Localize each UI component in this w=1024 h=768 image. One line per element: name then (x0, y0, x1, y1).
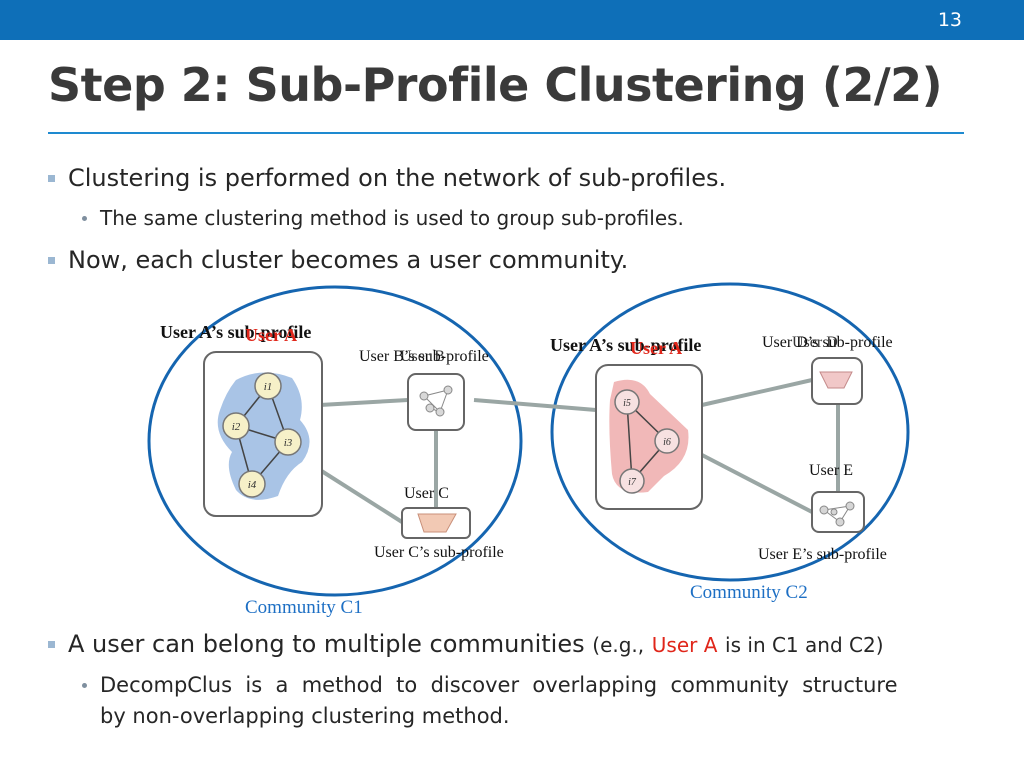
bullet-3-rest: is in C1 and C2) (725, 633, 884, 657)
c2-nodes (614, 389, 680, 494)
user-d-mini-cluster (819, 371, 853, 389)
c1-header-label: User A’s sub-profile (160, 322, 311, 342)
user-c-mini-cluster (417, 513, 457, 533)
title-divider (48, 132, 964, 134)
community-c1-circle (147, 285, 523, 597)
user-d-overlay: User D (792, 334, 838, 351)
user-e-mini-graph (819, 501, 855, 527)
bullet-3: A user can belong to multiple communitie… (48, 630, 884, 658)
user-b-overlay: User B (400, 348, 445, 365)
user-b-subprofile-box (407, 373, 465, 431)
sub-bullet-marker (82, 683, 87, 688)
bullet-marker (48, 641, 55, 648)
user-e-label: User E (809, 462, 853, 479)
bullet-3-eg: (e.g., (592, 633, 645, 657)
community-c1-label: Community C1 (245, 597, 363, 618)
c1-nodes (222, 372, 302, 498)
node-label-i1: i1 (264, 381, 273, 393)
node-label-i2: i2 (232, 421, 241, 433)
user-b-label: User B’s sub-profile (359, 348, 489, 365)
sub-bullet-2-line2: by non-overlapping clustering method. (100, 704, 510, 728)
bullet-marker (48, 175, 55, 182)
sub-bullet-2: DecompClus is a method to discover overl… (82, 673, 898, 697)
node-label-i7: i7 (628, 477, 637, 488)
sub-bullet-1-text: The same clustering method is used to gr… (100, 206, 684, 230)
community-c2-label: Community C2 (690, 582, 808, 603)
bullet-2-text: Now, each cluster becomes a user communi… (68, 246, 629, 274)
node-label-i4: i4 (248, 479, 257, 491)
bullet-3-main: A user can belong to multiple communitie… (68, 630, 585, 658)
blue-cluster-shape (217, 372, 310, 500)
user-e-sub-label: User E’s sub-profile (758, 546, 887, 563)
community-c2-circle (550, 282, 910, 582)
node-label-i5: i5 (623, 398, 631, 409)
c1-header-overlay: User A (245, 325, 297, 345)
slide-title: Step 2: Sub-Profile Clustering (2/2) (48, 58, 943, 112)
node-label-i6: i6 (663, 437, 671, 448)
slide-number: 13 (937, 9, 962, 31)
bullet-1-text: Clustering is performed on the network o… (68, 164, 727, 192)
user-b-mini-graph (419, 385, 453, 417)
community-diagram: i1 i2 i3 i4 i5 i6 i7 User A’s sub-profil… (147, 282, 910, 618)
user-c-label: User C (404, 485, 449, 502)
sub-bullet-marker (82, 216, 87, 221)
bullet-1: Clustering is performed on the network o… (48, 164, 727, 192)
bullet-3-user-a: User A (651, 633, 718, 657)
top-bar: 13 (0, 0, 1024, 40)
c2-header-overlay: User A (630, 338, 682, 358)
c2-header-label: User A’s sub-profile (550, 335, 701, 355)
sub-bullet-2-cont: by non-overlapping clustering method. (100, 704, 510, 728)
node-label-i3: i3 (284, 437, 293, 449)
network-edges (318, 378, 840, 524)
sub-bullet-1: The same clustering method is used to gr… (82, 206, 684, 230)
bullet-marker (48, 257, 55, 264)
bullet-2: Now, each cluster becomes a user communi… (48, 246, 629, 274)
user-d-label: User D’s sub-profile (762, 334, 893, 351)
sub-bullet-2-line1: DecompClus is a method to discover overl… (100, 673, 898, 697)
user-c-sub-label: User C’s sub-profile (374, 544, 504, 561)
